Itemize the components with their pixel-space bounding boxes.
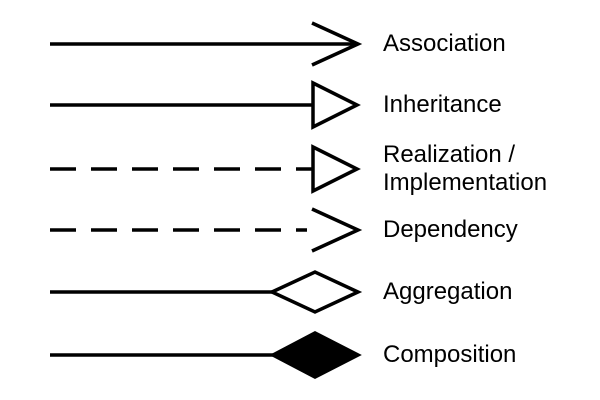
legend-row-dependency bbox=[50, 207, 363, 253]
hollow-triangle-icon bbox=[311, 144, 361, 194]
legend-row-inheritance bbox=[50, 80, 361, 130]
filled-diamond-icon bbox=[269, 331, 362, 379]
legend-label-association: Association bbox=[383, 30, 506, 57]
legend-label-inheritance: Inheritance bbox=[383, 91, 502, 118]
legend-label-composition: Composition bbox=[383, 341, 517, 368]
hollow-diamond-icon bbox=[267, 270, 363, 314]
legend-row-association bbox=[50, 21, 363, 67]
legend-row-aggregation bbox=[50, 270, 363, 314]
legend-label-dependency: Dependency bbox=[383, 216, 518, 243]
legend-label-realization-implementation: Realization / Implementation bbox=[383, 141, 548, 196]
legend-row-composition bbox=[50, 331, 362, 379]
legend-label-aggregation: Aggregation bbox=[383, 278, 513, 305]
legend-row-realization-implementation bbox=[50, 144, 361, 194]
open-arrow-icon bbox=[311, 207, 363, 253]
hollow-triangle-icon bbox=[311, 80, 361, 130]
open-arrow-icon bbox=[311, 21, 363, 67]
